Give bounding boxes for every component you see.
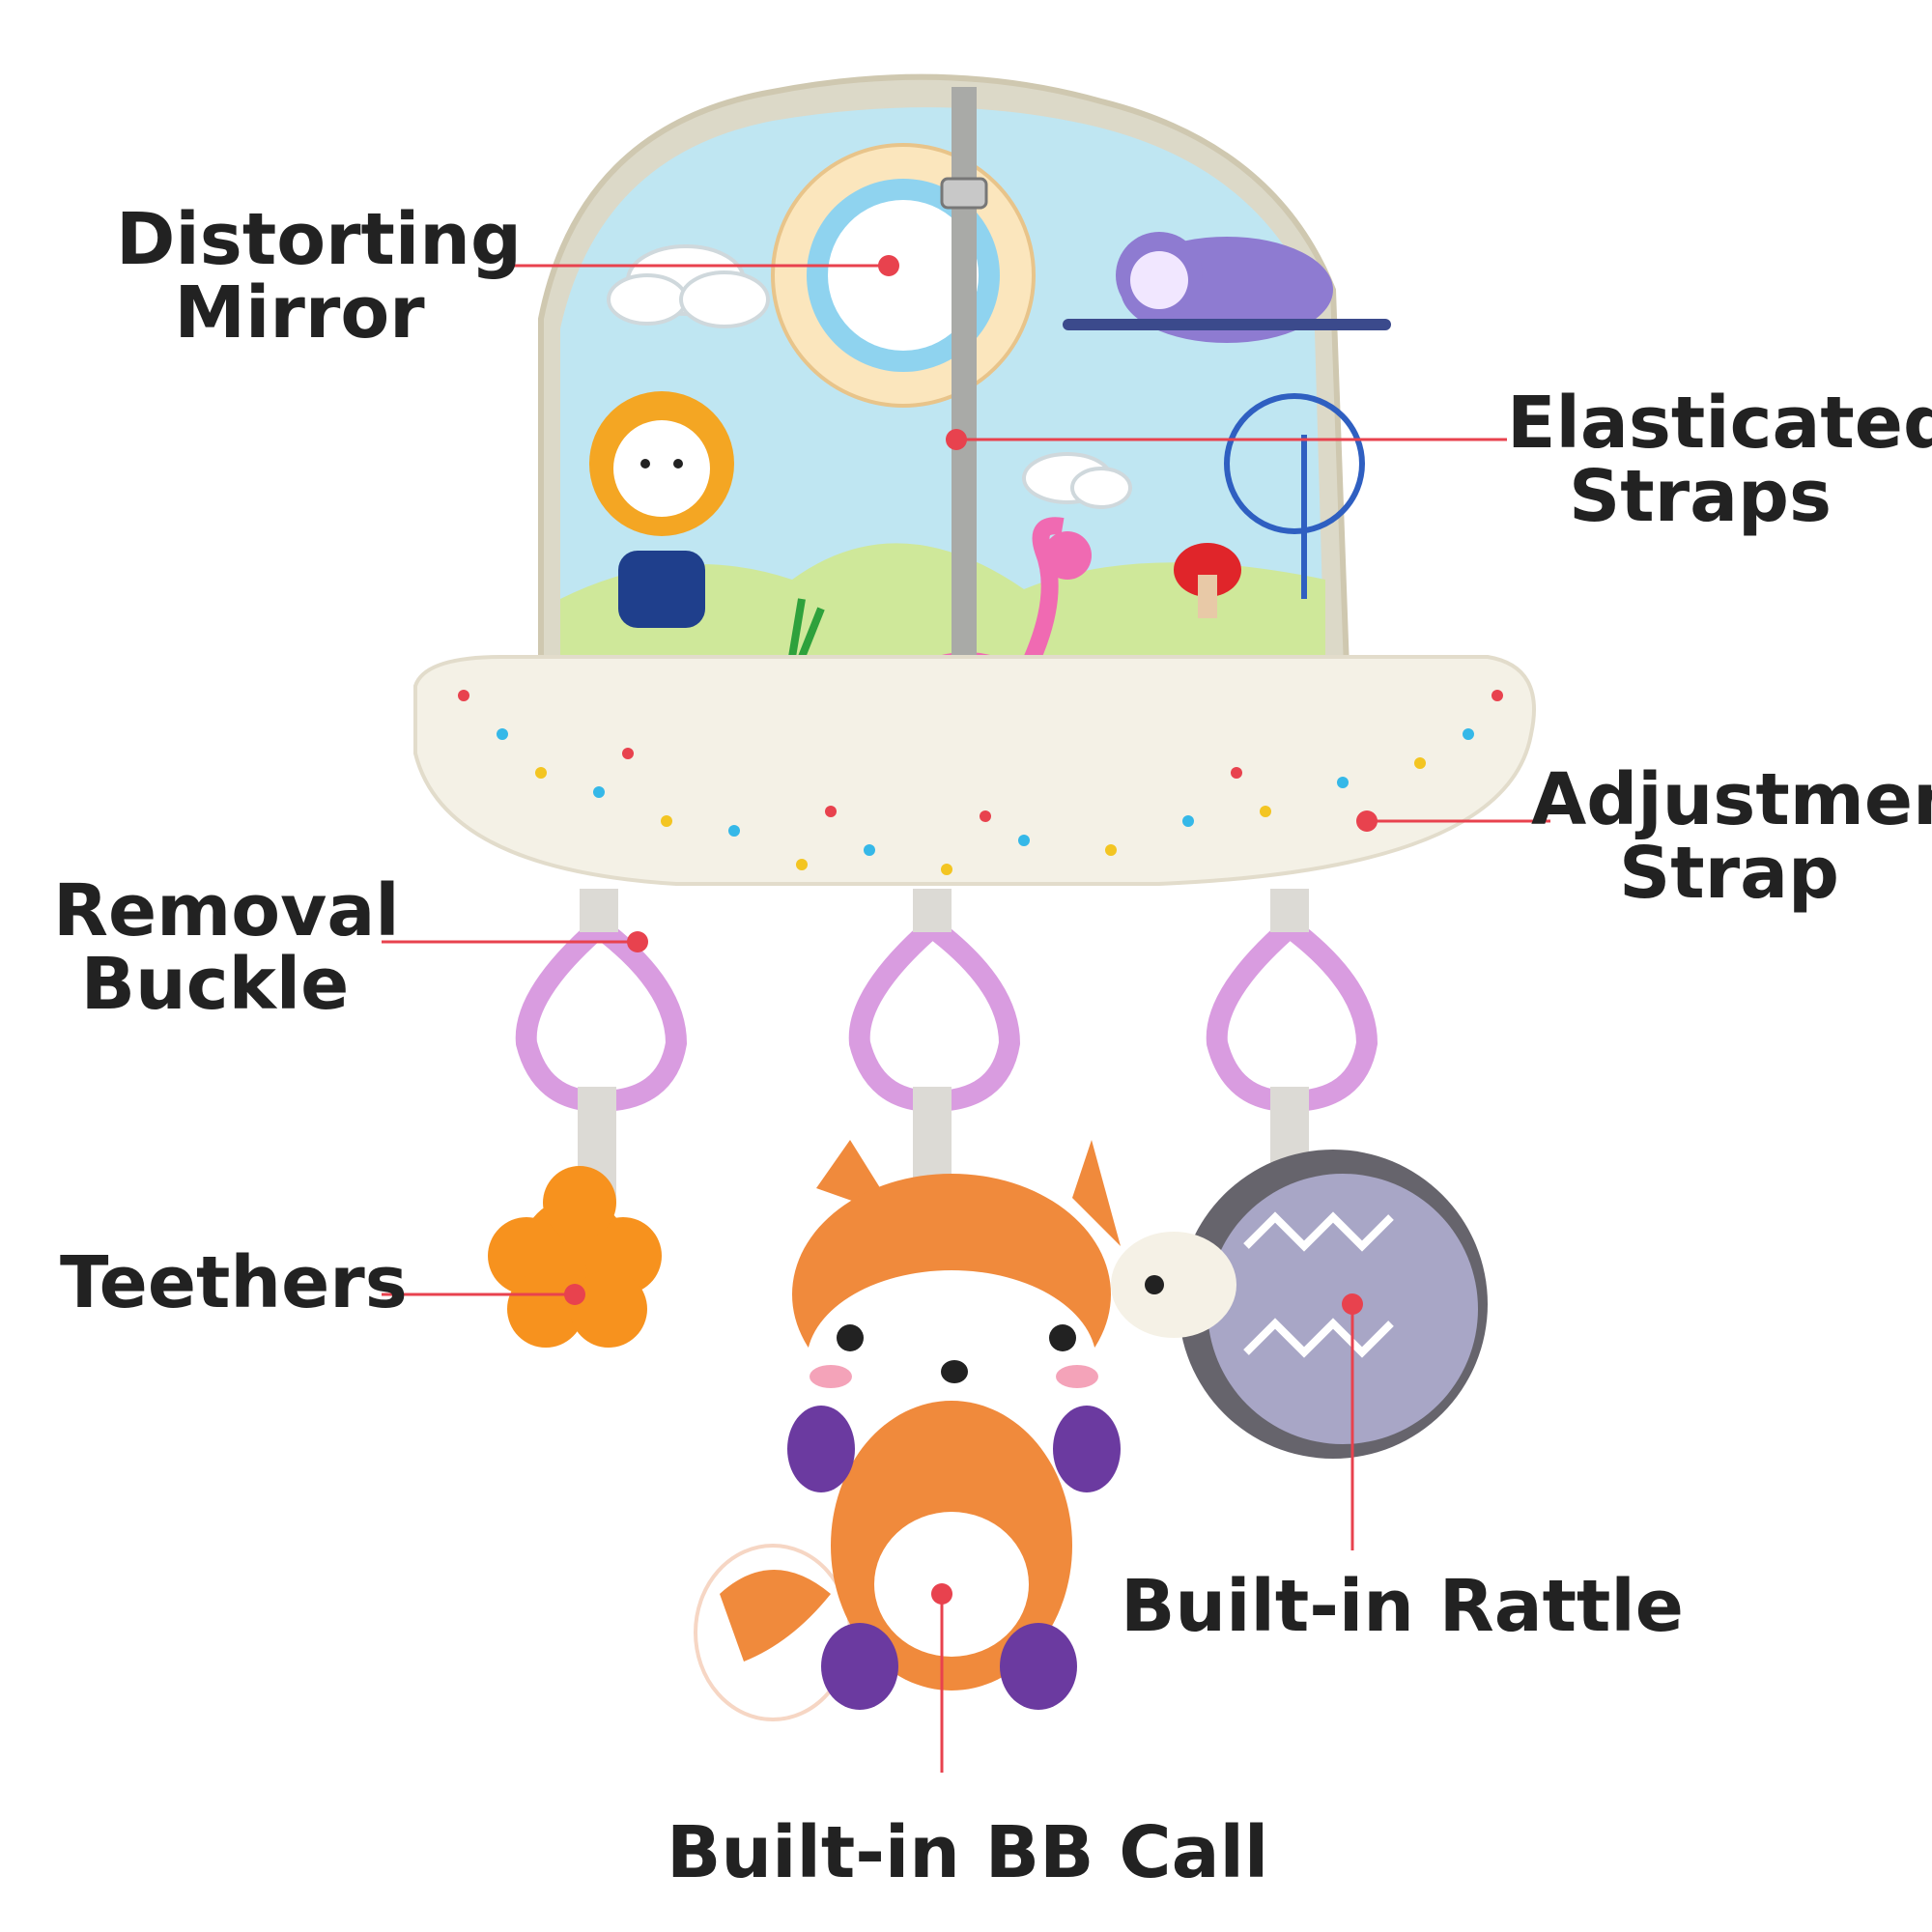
- callout-lines: [382, 264, 1550, 1773]
- label-adjustment-strap: Adjustment Strap: [1531, 758, 1932, 915]
- hedgehog-plush-icon: [1111, 1150, 1488, 1459]
- lion-icon: [589, 391, 734, 628]
- label-line: Removal: [53, 869, 400, 952]
- label-elasticated-straps: Elasticated Straps: [1507, 382, 1932, 538]
- callout-dot: [564, 1284, 585, 1305]
- label-line: Adjustment: [1531, 758, 1932, 841]
- label-line: Strap: [1618, 832, 1840, 915]
- label-line: Straps: [1568, 455, 1833, 538]
- label-removal-buckle: Removal Buckle: [53, 869, 400, 1026]
- callout-dot: [627, 931, 648, 952]
- mushroom-icon: [1174, 543, 1241, 618]
- removal-buckle-rings: [515, 913, 1378, 1113]
- arch-bar: [413, 655, 1536, 886]
- label-line: Mirror: [174, 271, 425, 355]
- callout-dot: [878, 255, 899, 276]
- label-distorting-mirror: Distorting Mirror: [116, 198, 522, 355]
- callout-dots: [564, 255, 1378, 1605]
- label-line: Distorting: [116, 198, 522, 281]
- fox-plush-icon: [694, 1140, 1121, 1721]
- callout-dot: [946, 429, 967, 450]
- callout-dot: [1342, 1293, 1363, 1315]
- sloth-icon: [1063, 232, 1391, 343]
- label-line: Buckle: [80, 943, 350, 1026]
- callout-dot: [1356, 810, 1378, 832]
- cloud-icon: [1022, 452, 1132, 509]
- teether-icon: [488, 1166, 662, 1348]
- label-line: Elasticated: [1507, 382, 1932, 465]
- cloud-icon: [607, 244, 770, 328]
- tree-icon: [1224, 393, 1365, 599]
- callout-dot: [931, 1583, 952, 1605]
- label-built-in-bb-call: Built-in BB Call: [667, 1811, 1269, 1894]
- label-built-in-rattle: Built-in Rattle: [1121, 1565, 1684, 1648]
- label-teethers: Teethers: [60, 1241, 408, 1324]
